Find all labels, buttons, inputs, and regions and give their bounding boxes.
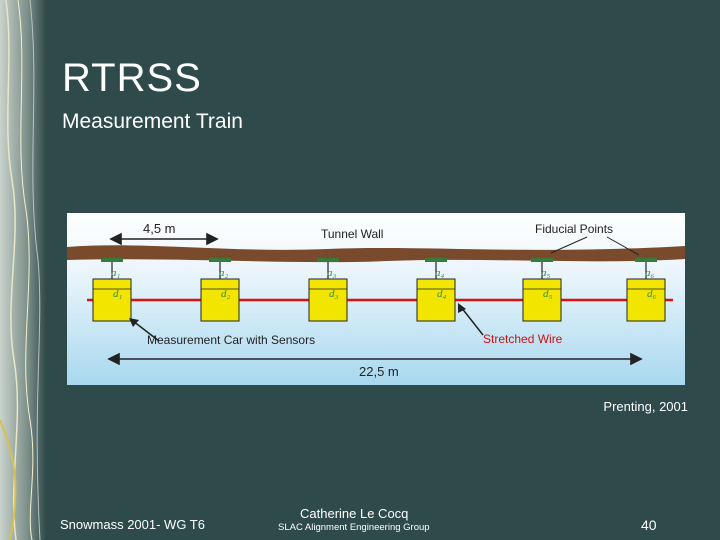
fiducial-point: [317, 258, 339, 262]
fiducial-point: [101, 258, 123, 262]
car-body: [416, 278, 456, 322]
car-body: [92, 278, 132, 322]
page-number: 40: [641, 517, 657, 533]
top-dimension-arrow: [109, 232, 219, 246]
measurement-car-6: a₆ d₆: [626, 258, 666, 322]
bottom-dimension-arrow: [107, 352, 643, 366]
slide-subtitle: Measurement Train: [62, 110, 243, 133]
sensor-label-d: d₁: [113, 288, 123, 300]
wire-pointer-head: [458, 303, 466, 313]
sensor-label-d: d₄: [437, 288, 447, 300]
measurement-cars: a₁ d₁ a₂ d₂ a₃ d₃ a₄ d₄ a₅ d₅ a₆ d₆: [92, 258, 666, 322]
sensor-label-a: a₆: [645, 267, 655, 279]
sensor-label-a: a₄: [435, 267, 445, 279]
measurement-car-5: a₅ d₅: [522, 258, 562, 322]
wire-pointer-line: [460, 306, 484, 336]
car-pointer-line: [132, 320, 160, 342]
fiducial-pointer-1: [550, 236, 588, 254]
sensor-label-a: a₅: [541, 267, 551, 279]
measurement-train-diagram: 4,5 m Tunnel Wall Fiducial Points a₁ d₁ a₂…: [67, 213, 685, 385]
image-credit: Prenting, 2001: [603, 399, 688, 414]
fiducial-point: [425, 258, 447, 262]
measurement-car-4: a₄ d₄: [416, 258, 456, 322]
measurement-car-3: a₃ d₃: [308, 258, 348, 322]
sensor-label-d: d₂: [221, 288, 231, 300]
measurement-car-1: a₁ d₁: [92, 258, 132, 322]
footer-author: Catherine Le Cocq: [300, 506, 409, 521]
sensor-label-d: d₅: [543, 288, 553, 300]
bottom-dimension-label: 22,5 m: [359, 364, 399, 379]
car-body: [522, 278, 562, 322]
sensor-label-a: a₃: [327, 267, 337, 279]
fiducial-points-label: Fiducial Points: [535, 222, 613, 236]
tunnel-wall-label: Tunnel Wall: [321, 227, 383, 241]
car-body: [200, 278, 240, 322]
footer-group: SLAC Alignment Engineering Group: [278, 522, 430, 533]
slide-title: RTRSS: [62, 56, 202, 100]
top-dimension-label: 4,5 m: [143, 221, 176, 236]
fiducial-pointer-2: [606, 236, 640, 256]
fiducial-point: [531, 258, 553, 262]
fiducial-point: [209, 258, 231, 262]
car-body: [308, 278, 348, 322]
sensor-label-a: a₂: [219, 267, 229, 279]
car-pointer-head: [129, 318, 139, 327]
fiducial-point: [635, 258, 657, 262]
measurement-car-label: Measurement Car with Sensors: [147, 333, 315, 347]
measurement-car-2: a₂ d₂: [200, 258, 240, 322]
sensor-label-a: a₁: [111, 267, 121, 279]
footer-event: Snowmass 2001- WG T6: [60, 517, 205, 532]
sensor-label-d: d₆: [647, 288, 657, 300]
tunnel-wall: [67, 245, 685, 263]
stretched-wire-label: Stretched Wire: [483, 332, 563, 346]
sensor-label-d: d₃: [329, 288, 339, 300]
car-body: [626, 278, 666, 322]
